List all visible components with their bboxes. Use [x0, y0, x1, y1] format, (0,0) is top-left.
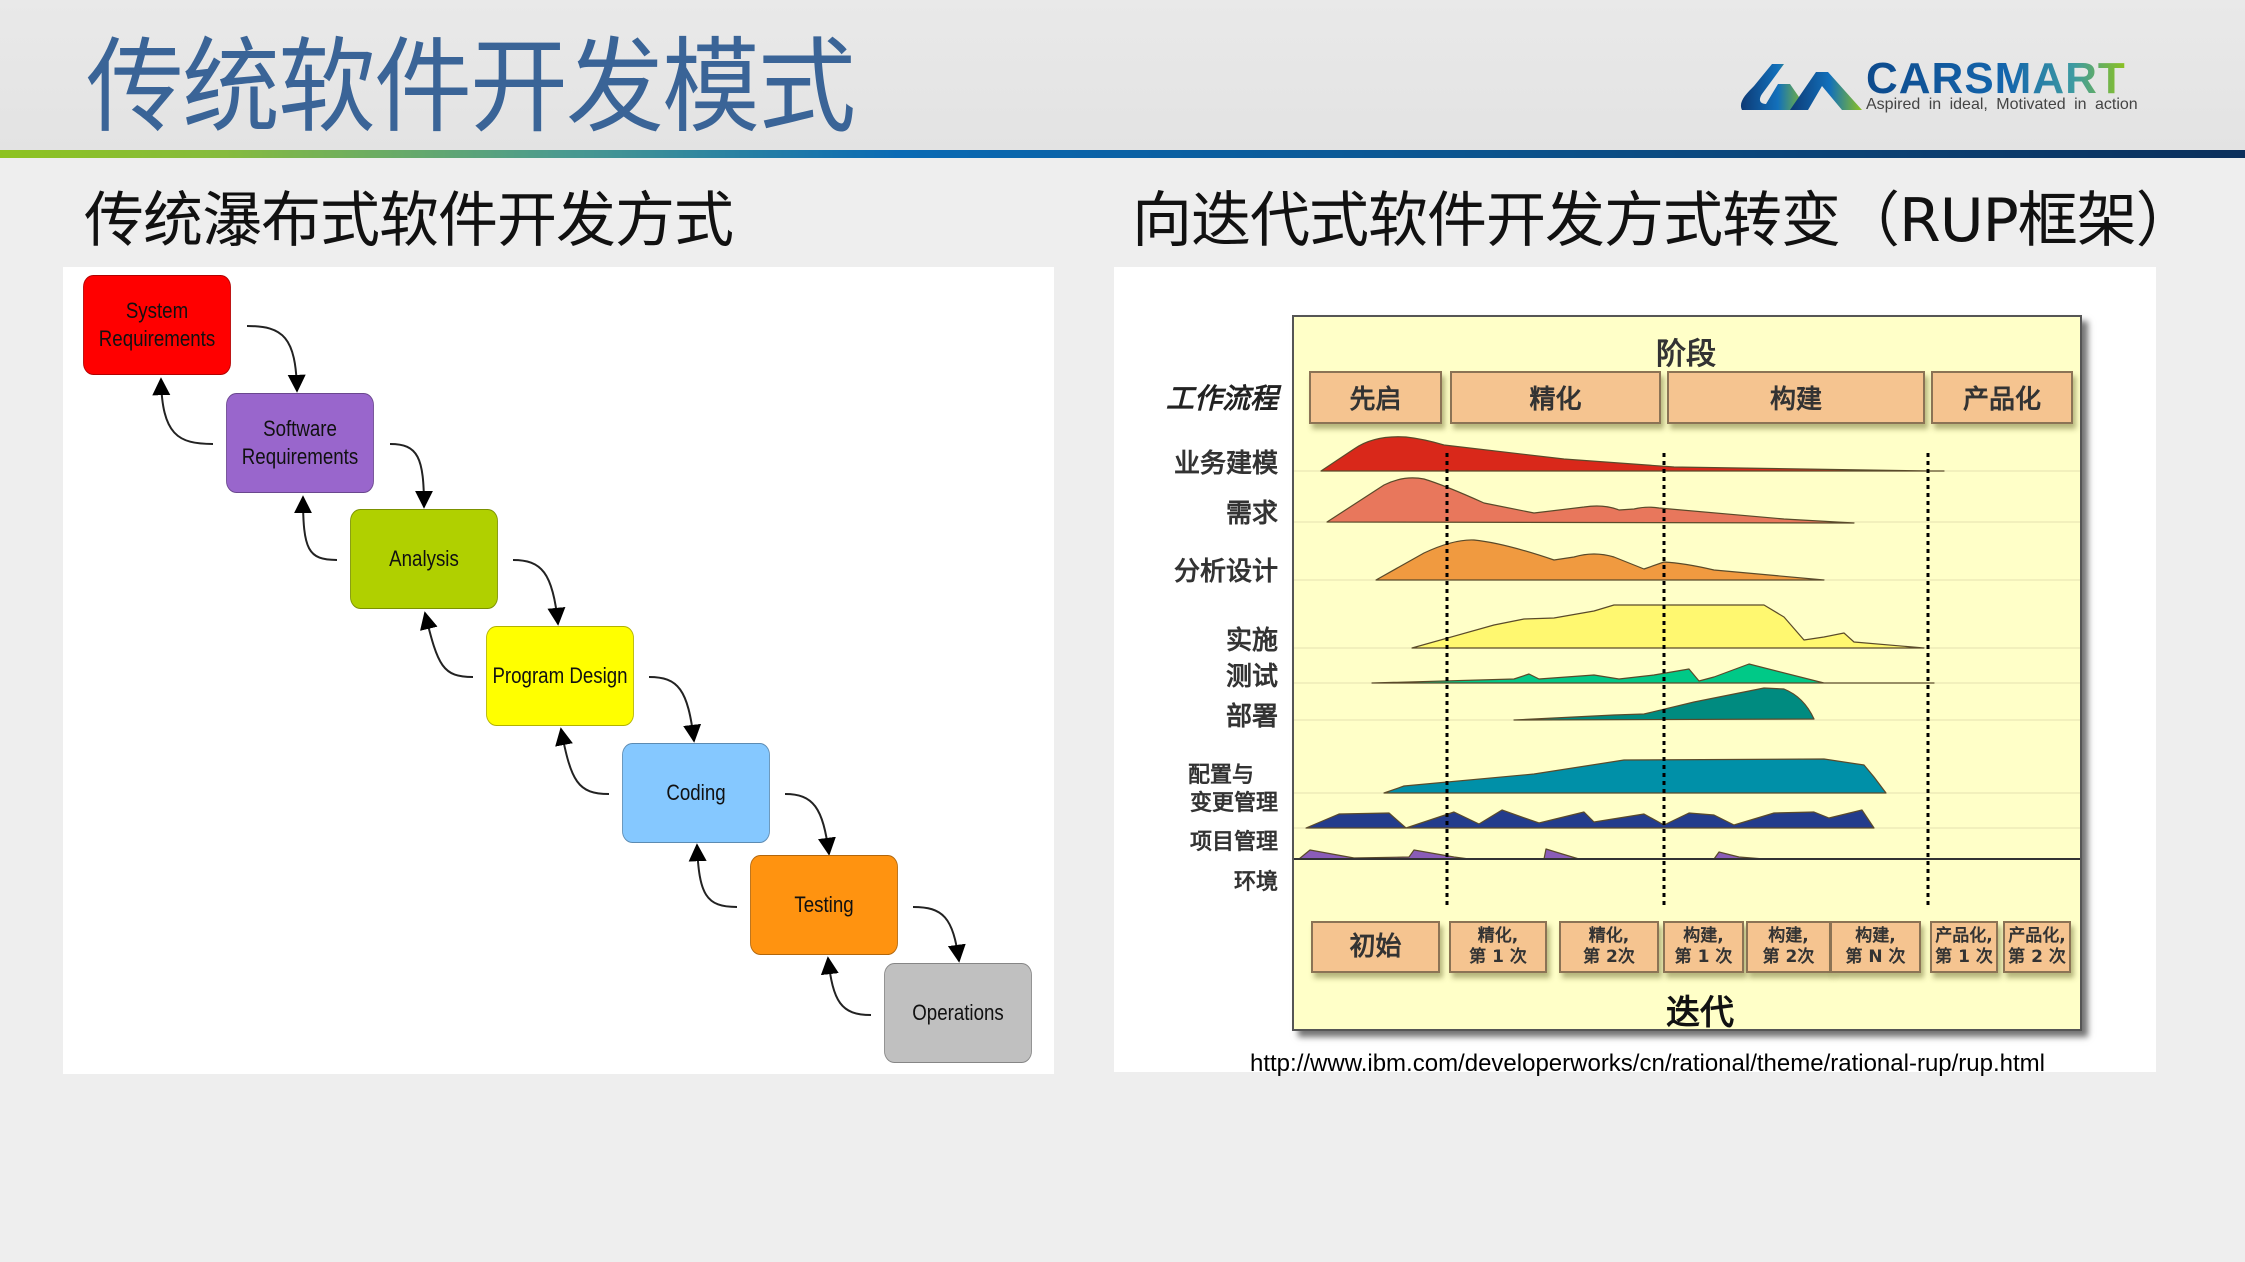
waterfall-step-coding: Coding [622, 743, 770, 843]
waterfall-step-program-design: Program Design [486, 626, 634, 726]
waterfall-section-title: 传统瀑布式软件开发方式 [84, 186, 734, 256]
workflow-label-environment: 环境 [1233, 870, 1278, 895]
phases-heading: 阶段 [1656, 337, 1716, 372]
workflow-label-testing: 测试 [1225, 662, 1278, 692]
iteration-transition-1: 产品化,第 1 次 [1930, 921, 1998, 973]
waterfall-step-system-requirements: System Requirements [83, 275, 231, 375]
phase-inception: 先启 [1309, 371, 1442, 424]
iteration-label: 第 2 次 [2008, 947, 2066, 967]
iteration-transition-2: 产品化,第 2 次 [2003, 921, 2071, 973]
iteration-initial: 初始 [1311, 921, 1440, 973]
iteration-label: 第 1 次 [1935, 947, 1993, 967]
page-title: 传统软件开发模式 [86, 27, 856, 148]
logo-mountain-icon [1740, 64, 1862, 110]
iteration-label: 产品化, [2008, 926, 2066, 946]
workflow-label-project-management: 项目管理 [1189, 830, 1278, 855]
iterations-heading: 迭代 [1666, 993, 1734, 1033]
iteration-elaboration-2: 精化,第 2次 [1559, 921, 1659, 973]
waterfall-diagram-panel: System Requirements Software Requirement… [63, 267, 1054, 1074]
waterfall-step-operations: Operations [884, 963, 1032, 1063]
workflow-label-config-line2: 变更管理 [1189, 791, 1278, 816]
header-area [0, 0, 2245, 150]
workflow-label-requirements: 需求 [1225, 499, 1278, 529]
rup-section-title: 向迭代式软件开发方式转变（RUP框架） [1132, 186, 2196, 256]
iteration-label: 第 2次 [1583, 947, 1635, 967]
phase-construction: 构建 [1667, 371, 1925, 424]
workflow-label-business-modeling: 业务建模 [1173, 449, 1278, 479]
carsmart-logo: CARSMART Aspired in ideal, Motivated in … [1738, 54, 2168, 118]
rup-workflow-labels: 工作流程 业务建模 需求 分析设计 实施 测试 部署 配置与 变更管理 项目管理… [1114, 315, 1278, 1015]
workflow-label-deployment: 部署 [1225, 702, 1278, 732]
iteration-label: 第 1 次 [1674, 947, 1733, 967]
logo-wordmark: CARSMART [1866, 54, 2126, 103]
iteration-construction-2: 构建,第 2次 [1746, 921, 1831, 973]
waterfall-step-analysis: Analysis [350, 509, 498, 609]
header-gradient-bar [0, 150, 2245, 158]
waterfall-step-testing: Testing [750, 855, 898, 955]
iteration-label: 初始 [1349, 931, 1402, 962]
phase-elaboration: 精化 [1450, 371, 1661, 424]
iteration-label: 精化, [1477, 926, 1519, 946]
waterfall-arrows [152, 325, 966, 1016]
waterfall-step-software-requirements: Software Requirements [226, 393, 374, 493]
phase-transition: 产品化 [1931, 371, 2073, 424]
iteration-label: 构建, [1855, 926, 1896, 946]
iteration-elaboration-1: 精化,第 1 次 [1449, 921, 1547, 973]
iteration-label: 精化, [1588, 926, 1630, 946]
rup-workflow-humps [1294, 436, 2080, 909]
rup-chart-frame: 阶段 先启 精化 构建 产品化 [1292, 315, 2082, 1033]
workflows-heading: 工作流程 [1165, 382, 1278, 415]
iteration-label: 构建, [1683, 926, 1724, 946]
iteration-construction-n: 构建,第 N 次 [1830, 921, 1921, 973]
iteration-label: 第 N 次 [1845, 947, 1906, 967]
workflow-label-config-line1: 配置与 [1187, 763, 1254, 788]
iteration-label: 构建, [1768, 926, 1809, 946]
workflow-label-implementation: 实施 [1225, 626, 1278, 656]
iteration-construction-1: 构建,第 1 次 [1663, 921, 1744, 973]
logo-tagline: Aspired in ideal, Motivated in action [1866, 96, 2138, 113]
iteration-label: 第 1 次 [1469, 947, 1527, 967]
workflow-label-analysis-design: 分析设计 [1173, 557, 1278, 587]
source-url[interactable]: http://www.ibm.com/developerworks/cn/rat… [1250, 1050, 2045, 1077]
iteration-label: 产品化, [1935, 926, 1993, 946]
iteration-label: 第 2次 [1762, 947, 1815, 967]
